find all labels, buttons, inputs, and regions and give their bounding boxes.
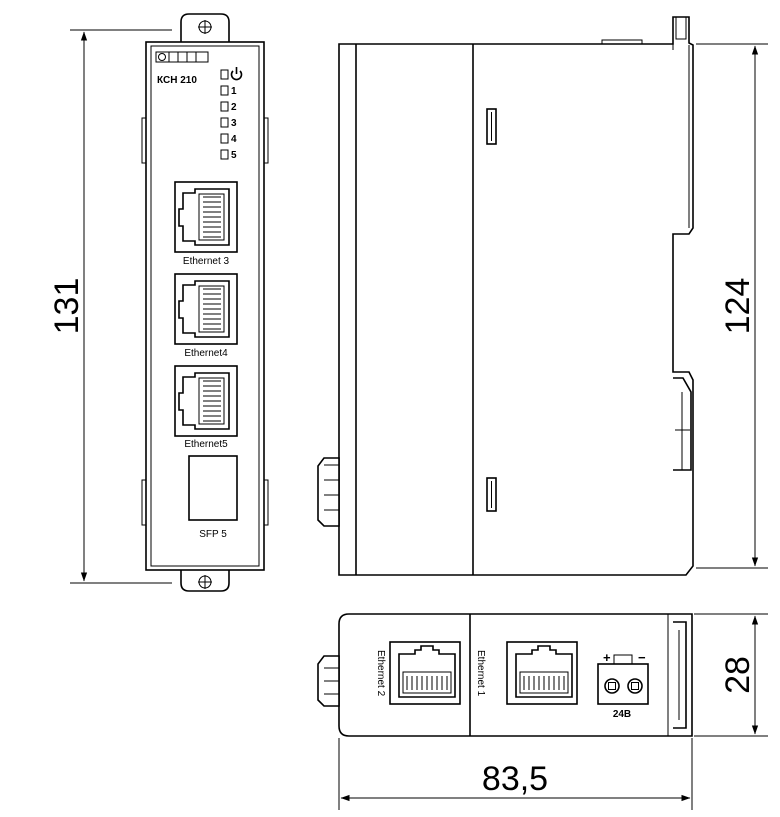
side-vent-top — [486, 108, 497, 145]
sfp-slot — [188, 455, 238, 521]
sfp-label: SFP 5 — [199, 529, 227, 540]
led-2-label: 2 — [231, 102, 237, 113]
front-view: КСН 210 1 2 3 4 5 — [141, 13, 269, 592]
side-body — [338, 16, 694, 576]
din-rail-latch — [673, 377, 692, 471]
led-4 — [220, 133, 229, 144]
led-4-label: 4 — [231, 134, 237, 145]
led-5 — [220, 149, 229, 160]
status-leds: 1 2 3 4 5 — [220, 85, 237, 161]
dimension-28-label: 28 — [719, 656, 757, 694]
dimension-83-5: 83,5 — [338, 738, 693, 810]
power-icon — [230, 70, 243, 81]
led-2 — [220, 101, 229, 112]
dimension-83-5-label: 83,5 — [482, 760, 548, 798]
dimension-124: 124 — [696, 43, 768, 569]
power-terminal: + − 24В — [597, 650, 649, 720]
power-minus-symbol: − — [638, 650, 646, 665]
port-ethernet3: Ethernet 3 — [174, 181, 238, 267]
dimension-28: 28 — [694, 613, 768, 737]
side-connector — [317, 457, 340, 527]
side-vent-bottom — [486, 477, 497, 512]
led-1 — [220, 85, 229, 96]
port-label-ethernet5: Ethernet5 — [184, 439, 228, 450]
port-ethernet1: Ethernet 1 — [475, 641, 578, 705]
port-label-ethernet3: Ethernet 3 — [183, 256, 230, 267]
dimension-124-label: 124 — [719, 278, 757, 335]
power-led — [220, 69, 229, 80]
model-label: КСН 210 — [157, 75, 197, 86]
port-ethernet4: Ethernet4 — [174, 273, 238, 359]
port-ethernet5: Ethernet5 — [174, 365, 238, 450]
led-1-label: 1 — [231, 86, 237, 97]
dimension-131-label: 131 — [48, 278, 86, 335]
power-label: 24В — [613, 709, 631, 720]
power-plus-symbol: + — [603, 650, 611, 665]
port-ethernet2: Ethernet 2 — [375, 641, 461, 705]
dimension-131: 131 — [48, 29, 172, 584]
bottom-view: Ethernet 2 Ethernet 1 + − — [317, 613, 693, 737]
port-label-ethernet4: Ethernet4 — [184, 348, 228, 359]
brand-logo — [155, 51, 209, 63]
port-label-ethernet2: Ethernet 2 — [375, 650, 386, 697]
led-3 — [220, 117, 229, 128]
port-label-ethernet1: Ethernet 1 — [475, 650, 486, 697]
led-3-label: 3 — [231, 118, 237, 129]
led-5-label: 5 — [231, 150, 237, 161]
side-view — [317, 16, 694, 576]
